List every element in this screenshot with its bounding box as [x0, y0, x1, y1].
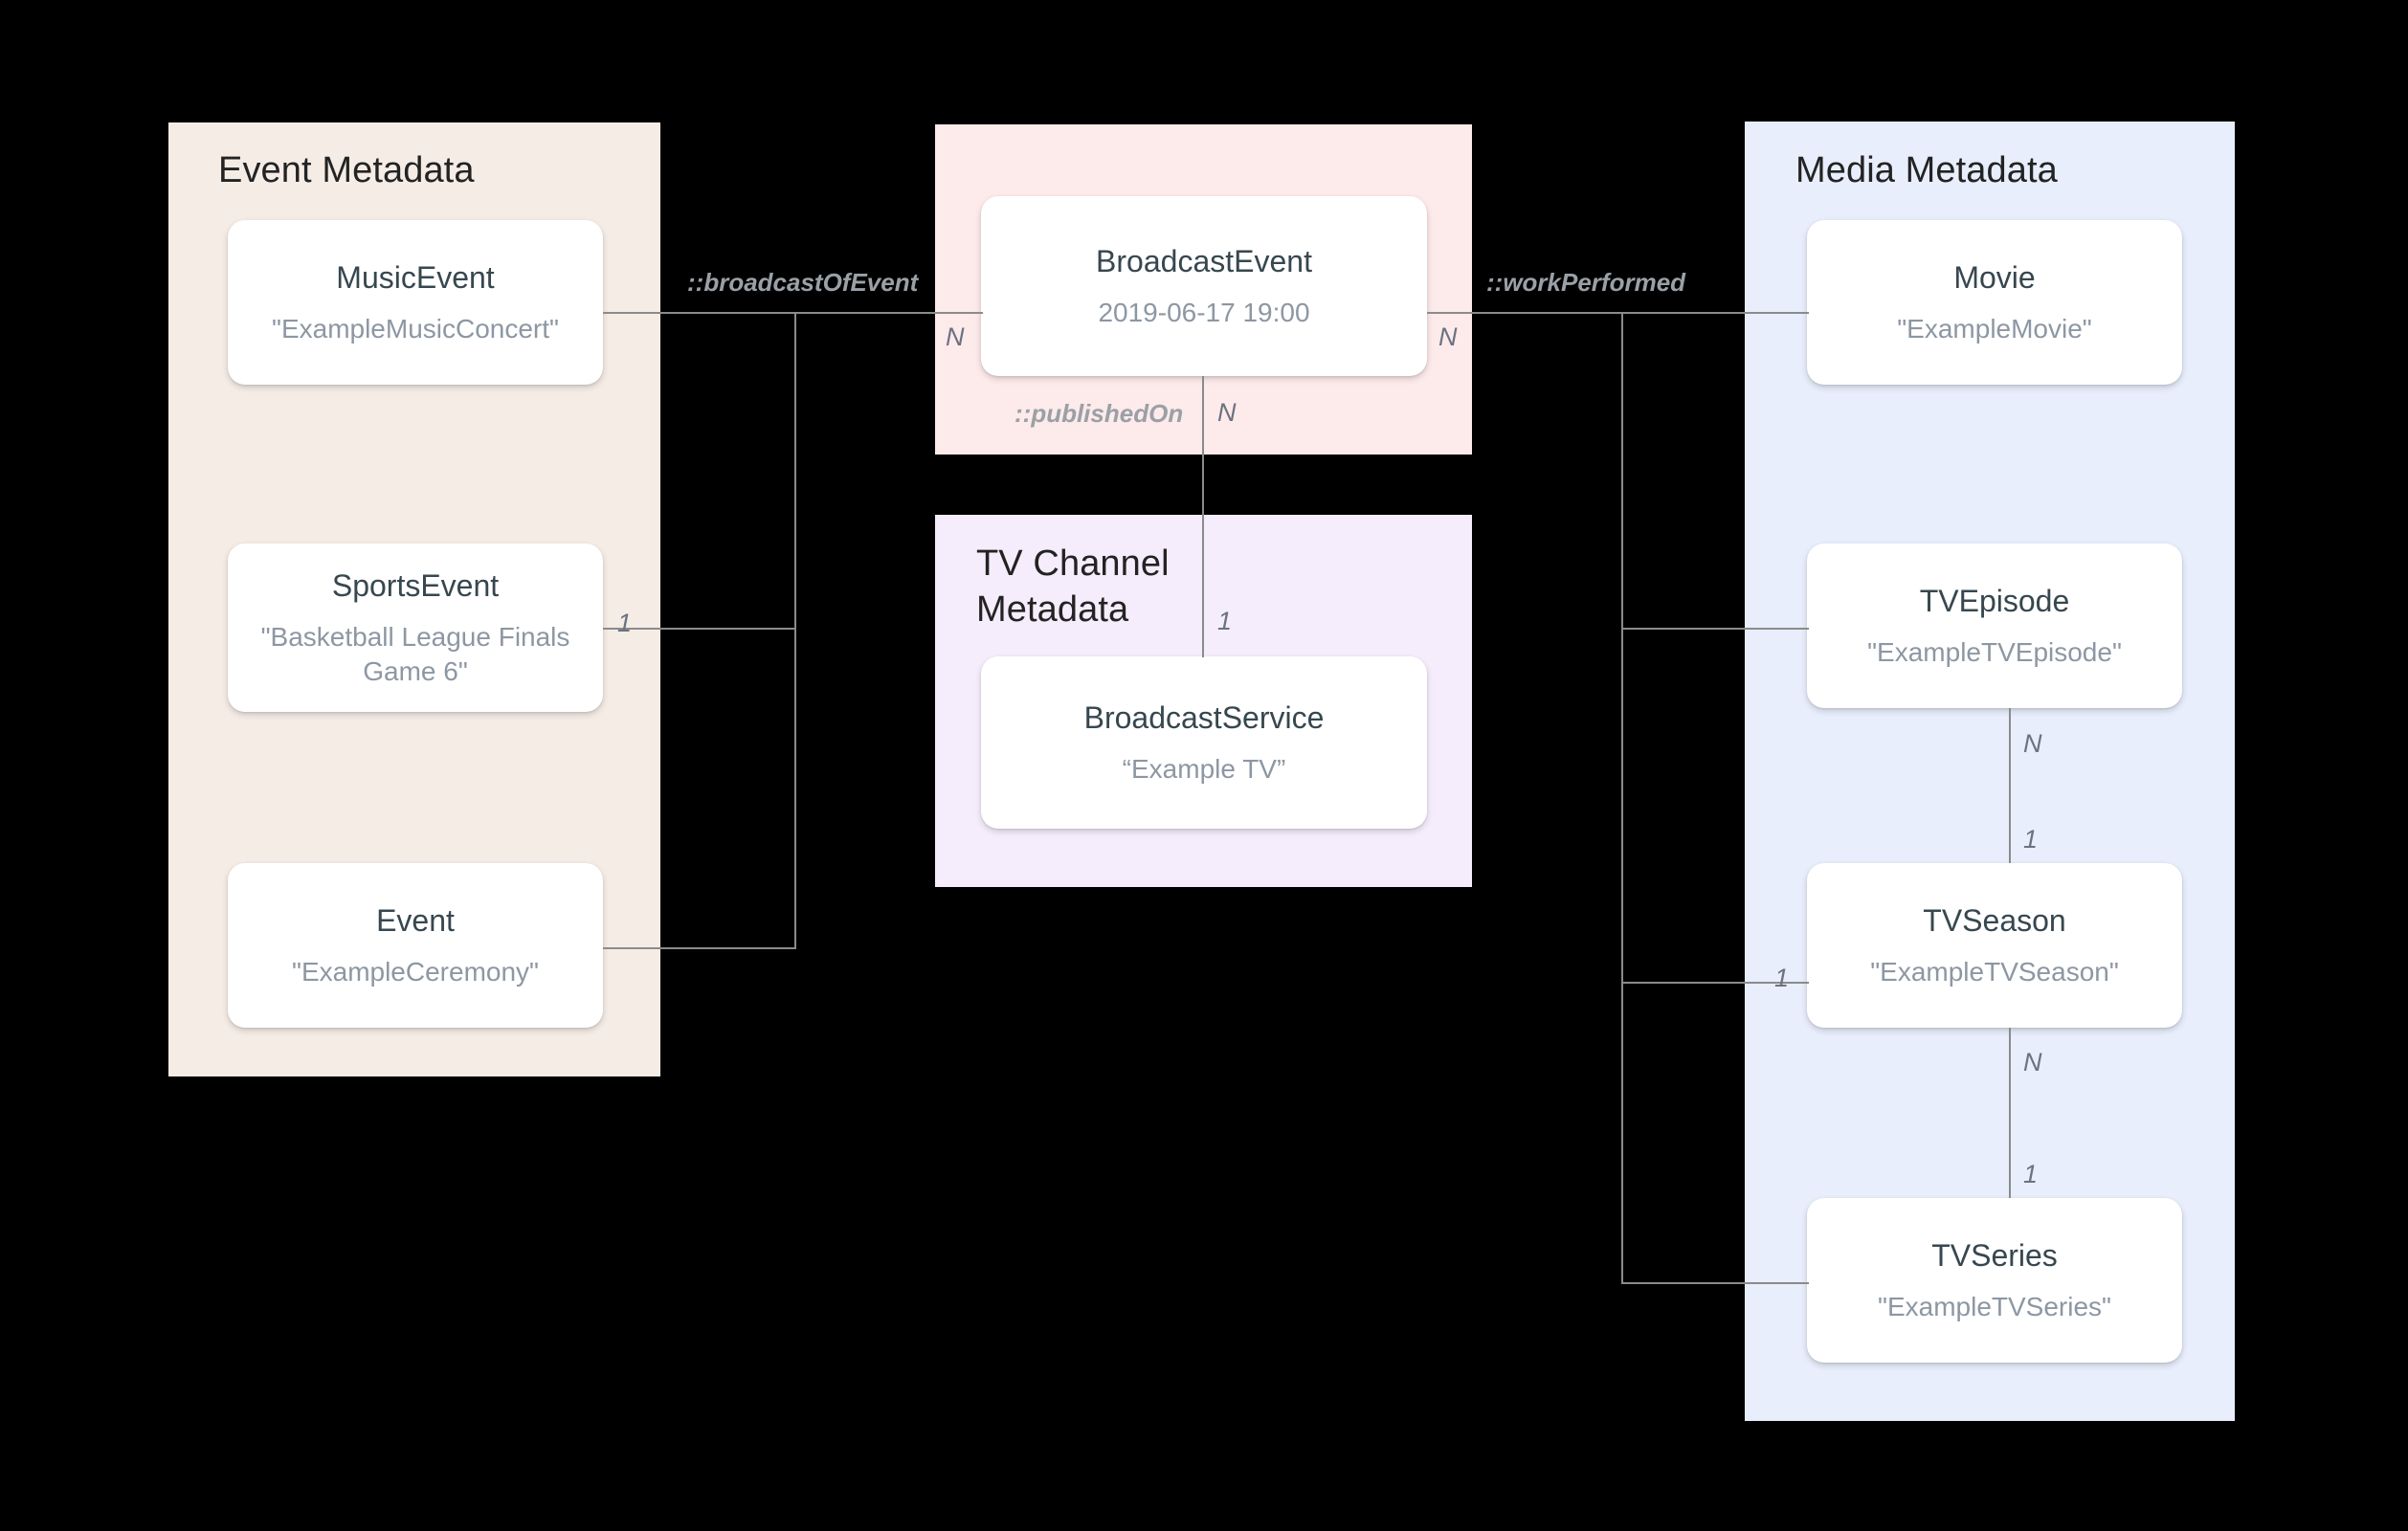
entity-name-label: "ExampleMusicConcert": [272, 313, 559, 344]
entity-type-label: MusicEvent: [336, 259, 495, 295]
entity-type-label: TVSeries: [1931, 1237, 2058, 1273]
entity-card-tv-series[interactable]: TVSeries "ExampleTVSeries": [1807, 1198, 2182, 1363]
cardinality-tv-episode-n: N: [2023, 729, 2042, 758]
entity-card-broadcast-service[interactable]: BroadcastService “Example TV”: [981, 656, 1427, 829]
relation-label-broadcast-of-event: ::broadcastOfEvent: [687, 268, 919, 297]
entity-card-event[interactable]: Event "ExampleCeremony": [228, 863, 603, 1028]
connector-music-event-to-bus: [603, 312, 796, 314]
entity-card-tv-episode[interactable]: TVEpisode "ExampleTVEpisode": [1807, 544, 2182, 708]
group-title-tv-channel-metadata: TV Channel Metadata: [976, 544, 1170, 630]
cardinality-broadcast-event-left: N: [946, 322, 965, 351]
connector-sports-event-to-bus: [603, 628, 796, 630]
entity-card-music-event[interactable]: MusicEvent "ExampleMusicConcert": [228, 220, 603, 385]
entity-type-label: Event: [376, 902, 455, 938]
cardinality-broadcast-event-right: N: [1438, 322, 1458, 351]
entity-name-label: "Basketball League Finals Game 6": [260, 621, 570, 686]
entity-datetime-label: 2019-06-17 19:00: [1098, 297, 1310, 327]
relation-label-published-on: ::publishedOn: [1014, 399, 1184, 428]
connector-bus-to-broadcast-event: [794, 312, 983, 314]
entity-type-label: BroadcastService: [1083, 699, 1325, 735]
cardinality-tv-season-left: 1: [1774, 964, 1790, 992]
cardinality-sports-event-left: 1: [617, 609, 633, 637]
entity-name-label: "ExampleTVEpisode": [1867, 636, 2122, 667]
group-title-media-metadata: Media Metadata: [1795, 150, 2058, 190]
entity-type-label: SportsEvent: [331, 567, 500, 603]
connector-tv-season-to-tv-series: [2009, 1028, 2011, 1198]
connector-broadcast-event-to-media-bus: [1427, 312, 1623, 314]
cardinality-tv-series-top: 1: [2023, 1160, 2039, 1188]
connector-bus-to-movie: [1621, 312, 1809, 314]
entity-card-tv-season[interactable]: TVSeason "ExampleTVSeason": [1807, 863, 2182, 1028]
entity-type-label: BroadcastEvent: [1096, 243, 1312, 278]
connector-event-bus-vertical: [794, 312, 796, 949]
entity-name-label: “Example TV”: [1122, 753, 1286, 784]
entity-card-sports-event[interactable]: SportsEvent "Basketball League Finals Ga…: [228, 544, 603, 712]
relation-label-work-performed: ::workPerformed: [1486, 268, 1686, 297]
entity-type-label: TVEpisode: [1919, 583, 2070, 618]
group-title-event-metadata: Event Metadata: [218, 150, 475, 190]
entity-type-label: TVSeason: [1923, 902, 2066, 938]
cardinality-tv-season-top: 1: [2023, 825, 2039, 854]
entity-card-movie[interactable]: Movie "ExampleMovie": [1807, 220, 2182, 385]
connector-bus-to-tv-season: [1621, 982, 1809, 984]
entity-name-label: "ExampleTVSeries": [1878, 1291, 2111, 1321]
connector-event-to-bus: [603, 947, 796, 949]
connector-published-on: [1202, 376, 1204, 657]
entity-name-label: "ExampleTVSeason": [1870, 956, 2119, 987]
cardinality-tv-season-n: N: [2023, 1048, 2042, 1076]
cardinality-broadcast-event-bottom: N: [1217, 398, 1237, 427]
connector-bus-to-tv-series: [1621, 1282, 1809, 1284]
cardinality-broadcast-service-top: 1: [1217, 607, 1233, 635]
entity-type-label: Movie: [1953, 259, 2036, 295]
connector-tv-episode-to-tv-season: [2009, 708, 2011, 863]
connector-bus-to-tv-episode: [1621, 628, 1809, 630]
entity-card-broadcast-event[interactable]: BroadcastEvent 2019-06-17 19:00: [981, 196, 1427, 376]
entity-name-label: "ExampleCeremony": [292, 956, 539, 987]
connector-media-bus-vertical: [1621, 312, 1623, 1282]
entity-name-label: "ExampleMovie": [1897, 313, 2092, 344]
